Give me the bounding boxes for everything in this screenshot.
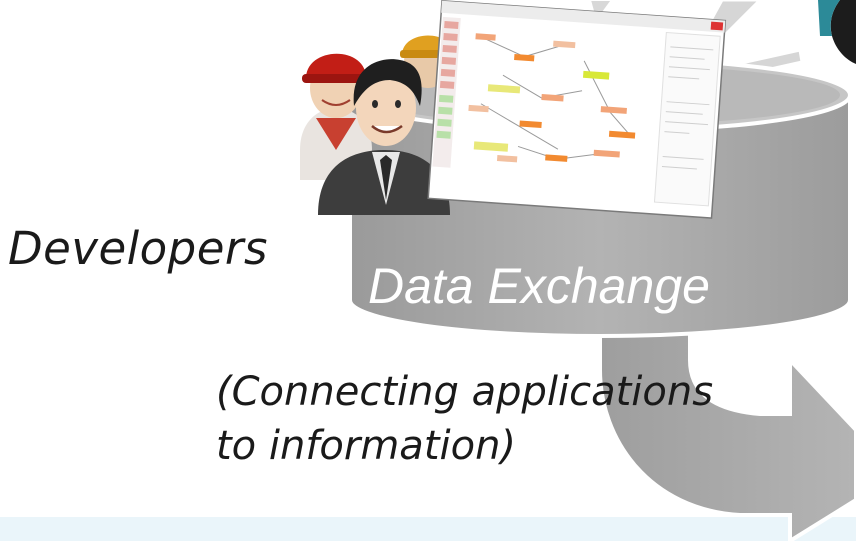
app-window-screenshot <box>427 0 727 219</box>
developers-label: Developers <box>8 222 268 275</box>
footer-band <box>0 517 856 541</box>
subtitle-line-2: to information) <box>216 423 517 469</box>
dark-corner-shape <box>818 0 856 64</box>
flow-arrow <box>598 318 856 541</box>
data-exchange-label: Data Exchange <box>368 258 710 314</box>
subtitle-line-1: (Connecting applications <box>216 369 714 415</box>
